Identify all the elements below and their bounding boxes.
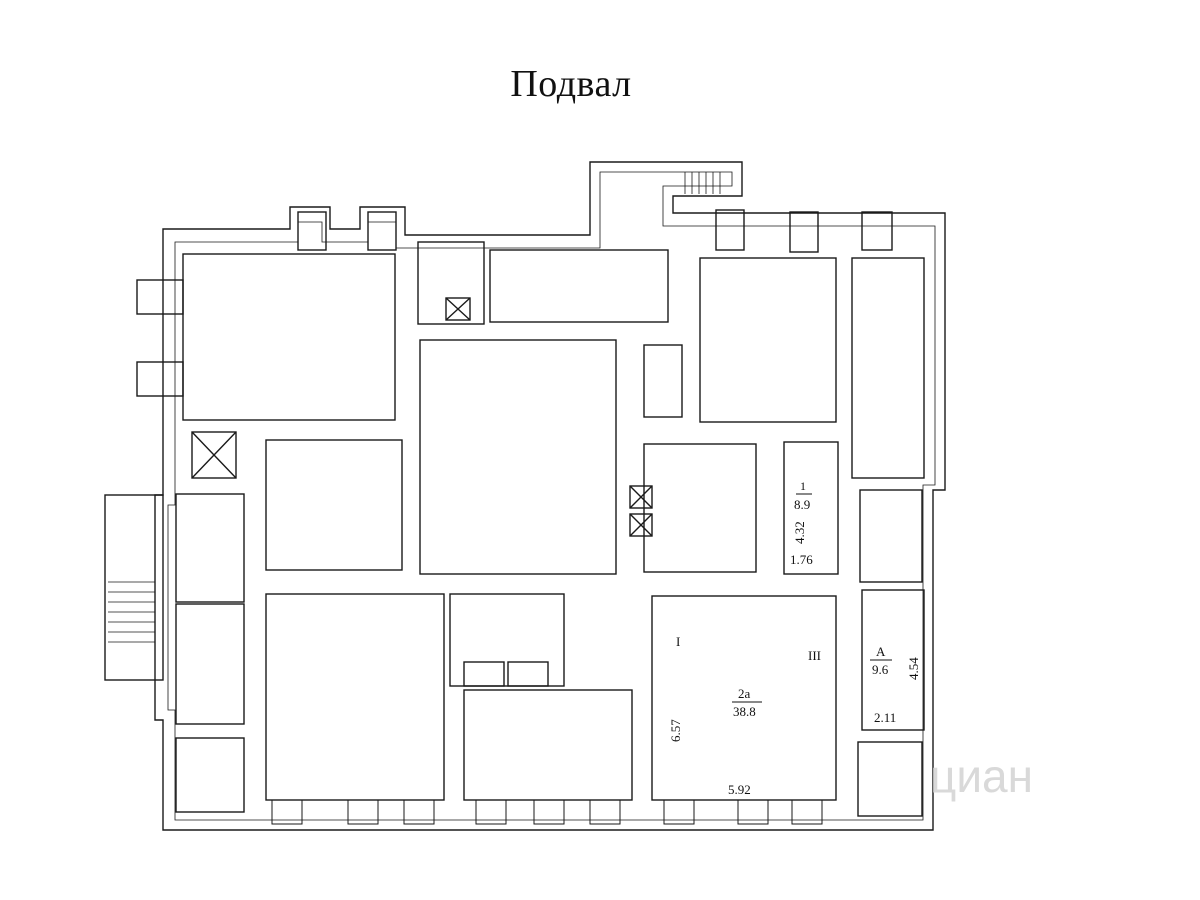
stair-top xyxy=(684,172,721,194)
elevator-mid-2 xyxy=(629,513,653,537)
room-left-bottom xyxy=(175,737,245,813)
room-a xyxy=(861,589,925,731)
room-2a-labels: I III 2а 38.8 6.57 5.92 xyxy=(668,634,821,797)
room-top-left xyxy=(182,253,396,421)
corridor-top xyxy=(489,249,669,323)
room-mid-left xyxy=(265,439,403,571)
room-1 xyxy=(783,441,839,575)
stair-left-treads xyxy=(108,581,155,643)
corridor-right xyxy=(643,344,683,418)
room-top-right xyxy=(699,257,837,423)
elevator-left xyxy=(191,431,237,479)
room-1-area: 8.9 xyxy=(794,497,810,512)
inner-wall-offset xyxy=(167,171,936,821)
wc-block-top xyxy=(417,241,485,325)
room-central xyxy=(419,339,617,575)
room-1-length: 4.32 xyxy=(792,521,807,544)
room-a-length: 4.54 xyxy=(906,657,921,680)
room-left-corridor xyxy=(175,493,245,603)
room-right-bottom xyxy=(857,741,923,817)
room-2a-width: 5.92 xyxy=(728,782,751,797)
room-a-area: 9.6 xyxy=(872,662,889,677)
room-2a-length: 6.57 xyxy=(668,719,683,742)
bottom-windows xyxy=(271,799,823,825)
room-1-number: 1 xyxy=(800,479,806,493)
room-left-lower xyxy=(175,603,245,725)
room-2a-area: 38.8 xyxy=(733,704,756,719)
room-2a-mark-right: III xyxy=(808,648,821,663)
room-1-labels: 1 8.9 4.32 1.76 xyxy=(790,479,813,567)
niche-left-2 xyxy=(136,361,184,397)
room-a-width: 2.11 xyxy=(874,710,896,725)
wc-block-bottom xyxy=(449,593,565,687)
room-mid-right xyxy=(643,443,757,573)
elevator-top xyxy=(445,297,471,321)
niche-top-1 xyxy=(297,211,327,251)
outer-wall xyxy=(154,161,946,831)
room-a-number: А xyxy=(876,644,886,659)
niche-top-3 xyxy=(715,209,745,251)
elevator-mid-1 xyxy=(629,485,653,509)
room-1-width: 1.76 xyxy=(790,552,813,567)
room-2a-number: 2а xyxy=(738,686,751,701)
niche-left-1 xyxy=(136,279,184,315)
watermark: циан xyxy=(930,750,1033,802)
plan-title: Подвал xyxy=(510,63,632,105)
stair-left xyxy=(104,494,164,681)
room-right-tall xyxy=(851,257,925,479)
room-right-small xyxy=(859,489,923,583)
room-a-labels: А 9.6 4.54 2.11 xyxy=(870,644,921,725)
niche-top-5 xyxy=(861,211,893,251)
niche-top-2 xyxy=(367,211,397,251)
room-bottom-mid xyxy=(463,689,633,801)
niche-top-4 xyxy=(789,211,819,253)
room-bottom-left xyxy=(265,593,445,801)
room-2a-mark-left: I xyxy=(676,634,680,649)
